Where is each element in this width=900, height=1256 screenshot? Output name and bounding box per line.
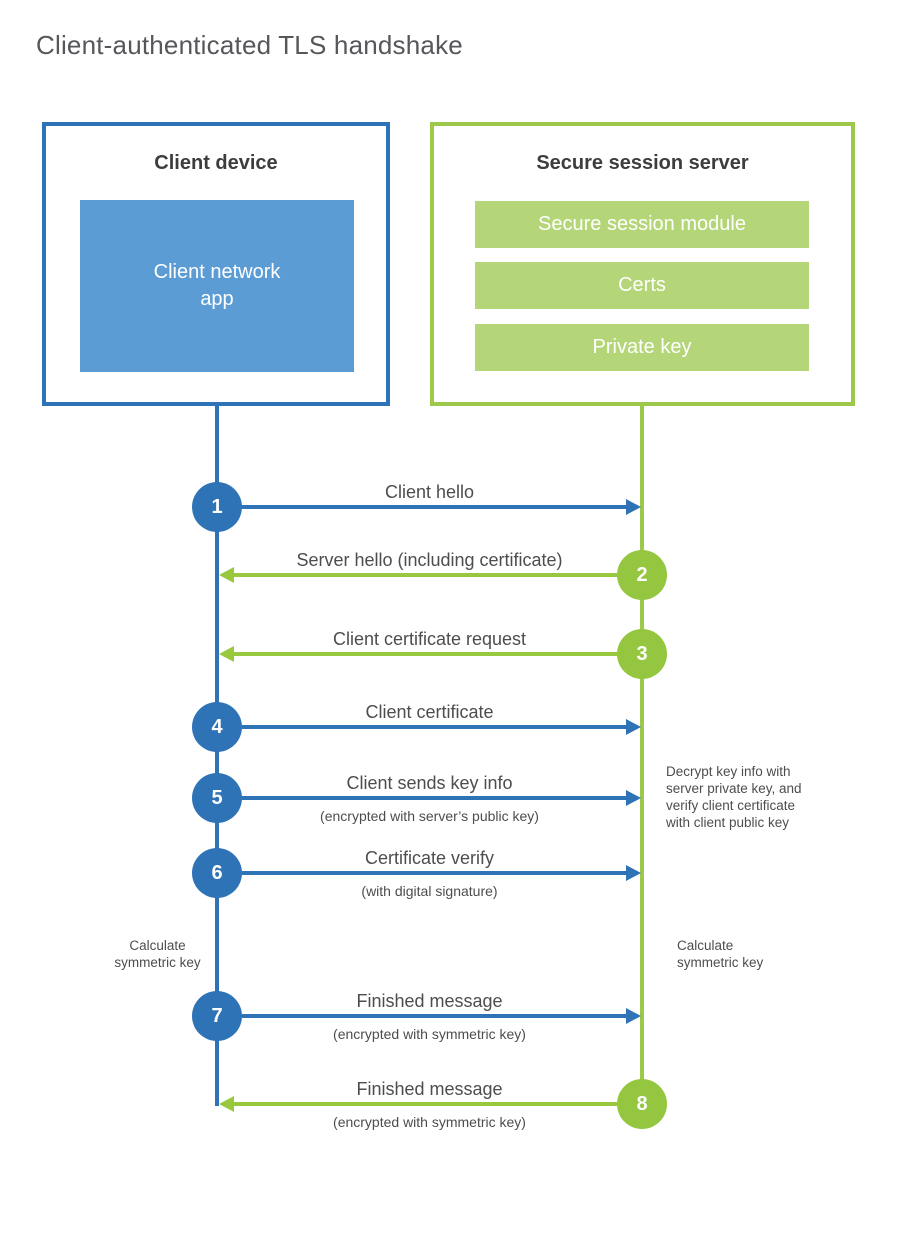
step-5-sublabel: (encrypted with server’s public key) bbox=[320, 808, 539, 824]
step-4-label: Client certificate bbox=[365, 702, 494, 722]
step-4-arrow-right bbox=[242, 719, 641, 735]
arrowhead-left-icon bbox=[219, 567, 234, 583]
arrowhead-right-icon bbox=[626, 1008, 641, 1024]
arrowhead-right-icon bbox=[626, 719, 641, 735]
step-6-label: Certificate verify bbox=[364, 848, 495, 868]
step-4-badge: 4 bbox=[192, 702, 242, 752]
server-module-certs: Certs bbox=[475, 262, 809, 309]
arrowhead-left-icon bbox=[219, 1096, 234, 1112]
server-module-private-key: Private key bbox=[475, 324, 809, 371]
step-5-label: Client sends key info bbox=[346, 773, 513, 793]
step-5-badge: 5 bbox=[192, 773, 242, 823]
server-module-secure-session: Secure session module bbox=[475, 201, 809, 248]
step-6-sublabel: (with digital signature) bbox=[361, 883, 498, 899]
secure-session-server-box: Secure session server Secure session mod… bbox=[430, 122, 855, 406]
decrypt-note: Decrypt key info with server private key… bbox=[666, 764, 802, 830]
step-2-arrow-left bbox=[219, 567, 617, 583]
step-7-arrow-right bbox=[242, 1008, 641, 1024]
client-device-title: Client device bbox=[154, 152, 278, 174]
step-3-badge: 3 bbox=[617, 629, 667, 679]
arrowhead-left-icon bbox=[219, 646, 234, 662]
step-8-badge: 8 bbox=[617, 1079, 667, 1129]
step-8-sublabel: (encrypted with symmetric key) bbox=[333, 1114, 526, 1130]
step-6-arrow-right bbox=[242, 865, 641, 881]
step-3-label: Client certificate request bbox=[332, 629, 527, 649]
client-lifeline bbox=[215, 404, 219, 1106]
step-7-label: Finished message bbox=[356, 991, 503, 1011]
arrowhead-right-icon bbox=[626, 865, 641, 881]
step-1-arrow-right bbox=[242, 499, 641, 515]
step-5-arrow-right bbox=[242, 790, 641, 806]
client-device-box: Client device Client network app bbox=[42, 122, 390, 406]
step-6-badge: 6 bbox=[192, 848, 242, 898]
arrowhead-right-icon bbox=[626, 790, 641, 806]
arrowhead-right-icon bbox=[626, 499, 641, 515]
client-network-app-box: Client network app bbox=[80, 200, 354, 372]
calculate-symmetric-key-left: Calculate symmetric key bbox=[114, 938, 201, 970]
step-8-arrow-left bbox=[219, 1096, 617, 1112]
server-lifeline bbox=[640, 404, 644, 1104]
step-7-badge: 7 bbox=[192, 991, 242, 1041]
step-1-badge: 1 bbox=[192, 482, 242, 532]
step-2-badge: 2 bbox=[617, 550, 667, 600]
secure-session-server-title: Secure session server bbox=[536, 152, 749, 174]
calculate-symmetric-key-right: Calculate symmetric key bbox=[677, 938, 764, 970]
step-8-label: Finished message bbox=[356, 1079, 503, 1099]
page-title: Client-authenticated TLS handshake bbox=[36, 30, 463, 60]
step-1-label: Client hello bbox=[384, 482, 475, 502]
step-3-arrow-left bbox=[219, 646, 617, 662]
step-7-sublabel: (encrypted with symmetric key) bbox=[333, 1026, 526, 1042]
step-2-label: Server hello (including certificate) bbox=[296, 550, 563, 570]
